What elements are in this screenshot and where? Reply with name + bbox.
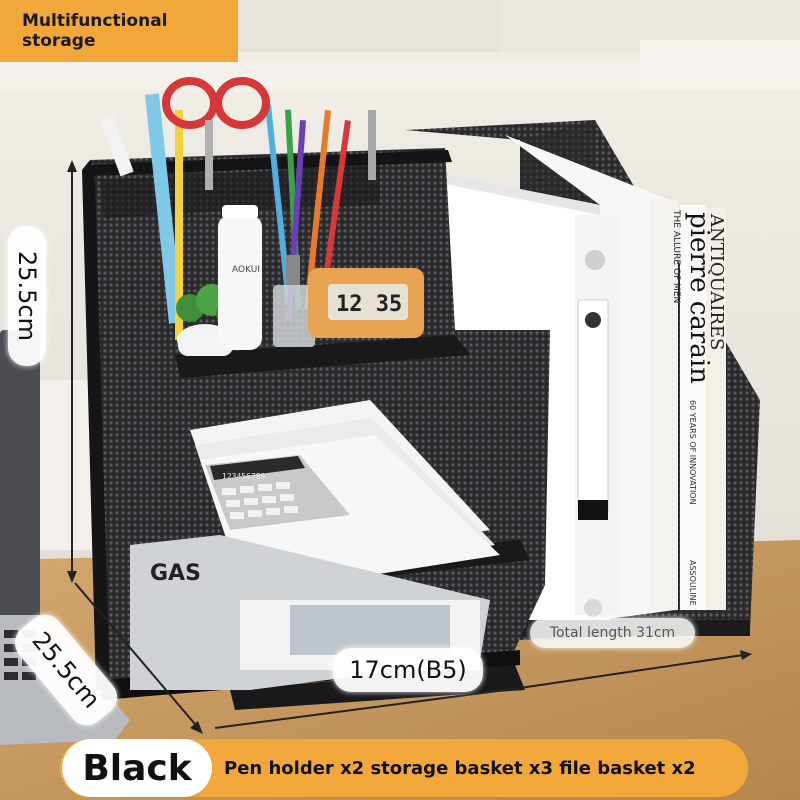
- total-length-value: Total length 31cm: [549, 625, 676, 641]
- pens: [100, 93, 376, 340]
- product-spec: Pen holder x2 storage basket x3 file bas…: [224, 757, 696, 779]
- book2-subtitle: 60 YEARS OF INNOVATION: [688, 400, 697, 505]
- total-length-label: Total length 31cm: [530, 618, 695, 648]
- width-value: 17cm(B5): [349, 656, 467, 684]
- color-option-label: Black: [82, 747, 192, 789]
- color-option-badge: Black: [62, 739, 212, 797]
- book-subtitle: THE ALLURE OF MEN: [671, 209, 681, 303]
- desk-back-ledge: [0, 90, 800, 120]
- lotion-bottle: AOKUI: [218, 205, 262, 350]
- dimension-lines: [67, 160, 752, 734]
- calculator-display: 123456789: [222, 472, 266, 481]
- shelf-top: [175, 335, 470, 378]
- book2-title: ANTIQUAIRES: [706, 213, 727, 350]
- book-title: pierre carain: [684, 212, 714, 384]
- header-banner: Multifunctional storage: [0, 0, 238, 62]
- clock-time: 12 35: [336, 292, 402, 317]
- calculator: 123456789: [205, 455, 350, 530]
- book2-spine: ASSOULINE: [688, 560, 697, 606]
- height-label: 25.5cm: [8, 226, 46, 366]
- scissors: [162, 77, 270, 190]
- perfume-bottle: [273, 255, 315, 347]
- header-title: Multifunctional storage: [22, 11, 168, 51]
- height-value: 25.5cm: [13, 250, 42, 342]
- lotion-label: AOKUI: [232, 265, 260, 275]
- alarm-clock: 12 35: [308, 268, 424, 338]
- magazine-text: GAS: [150, 561, 201, 586]
- width-label: 17cm(B5): [333, 648, 483, 692]
